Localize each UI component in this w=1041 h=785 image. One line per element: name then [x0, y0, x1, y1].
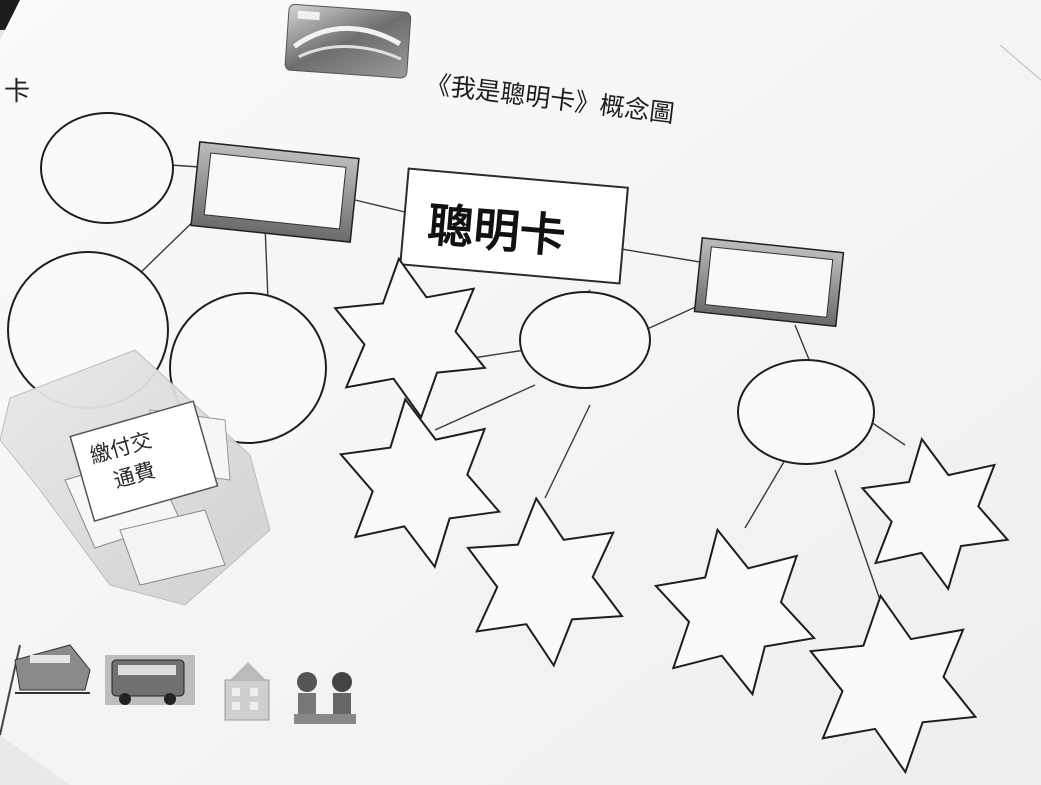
concept-stars — [333, 256, 1010, 775]
edge-fragment-text: 卡 — [4, 77, 30, 107]
star-4 — [653, 527, 817, 697]
building-icon — [224, 662, 270, 721]
paper-edge — [999, 44, 1041, 81]
concept-node-box-1 — [190, 141, 360, 243]
star-1 — [333, 256, 487, 420]
center-node: 聰明卡 — [399, 167, 629, 285]
star-3 — [466, 496, 624, 668]
octopus-card-image — [284, 3, 412, 79]
concept-node-ellipse-5 — [737, 359, 875, 465]
children-icon — [294, 672, 356, 724]
concept-node-ellipse-1 — [40, 112, 174, 224]
train-icon — [14, 644, 91, 694]
concept-node-ellipse-4 — [519, 291, 651, 389]
star-6 — [808, 593, 978, 775]
concept-node-ellipse-3 — [169, 292, 327, 444]
plastic-bag-with-cards: 繳付交 通費 — [0, 349, 271, 606]
center-label: 聰明卡 — [426, 198, 568, 264]
card-slip: 繳付交 通費 — [69, 400, 219, 523]
bus-icon — [105, 655, 195, 705]
concept-node-box-2 — [693, 237, 845, 328]
star-5 — [860, 436, 1010, 592]
star-2 — [338, 397, 502, 569]
